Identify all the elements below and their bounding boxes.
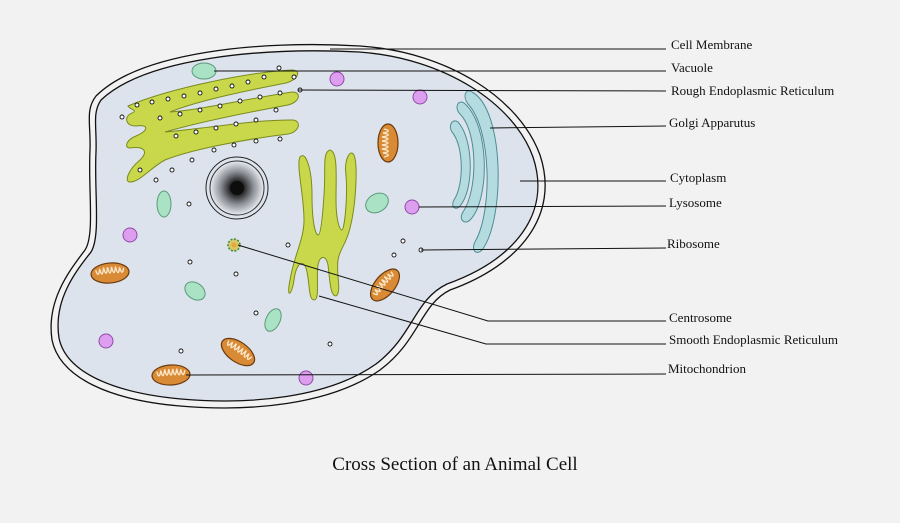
vacuole: [365, 192, 389, 214]
label-vacuole: Vacuole: [671, 60, 713, 75]
rough-endoplasmic-reticulum: [119, 65, 303, 183]
golgi-apparatus: [449, 90, 499, 253]
cytoplasm-area: [57, 50, 539, 402]
centrosome: [227, 238, 241, 252]
lysosome: [122, 227, 138, 243]
label-cytoplasm: Cytoplasm: [670, 170, 726, 185]
leader-lines: [185, 48, 667, 376]
diagram-caption: Cross Section of an Animal Cell: [332, 454, 577, 475]
vacuole: [191, 62, 217, 80]
vacuole: [264, 308, 282, 332]
lysosome: [298, 370, 314, 386]
labels: Cell Membrane Vacuole Rough Endoplasmic …: [667, 37, 838, 376]
lysosome: [98, 333, 114, 349]
vacuoles: [156, 62, 389, 332]
mitochondrion: [377, 123, 399, 163]
label-rough-er: Rough Endoplasmic Reticulum: [671, 83, 834, 98]
label-mitochondrion: Mitochondrion: [668, 361, 746, 376]
label-cell-membrane: Cell Membrane: [671, 37, 752, 52]
vacuole: [156, 190, 172, 218]
cell-membrane-outer: [50, 43, 546, 409]
lysosome: [412, 89, 428, 105]
label-ribosome: Ribosome: [667, 236, 720, 251]
ribosomes: [178, 201, 424, 354]
lysosome: [329, 71, 345, 87]
label-centrosome: Centrosome: [669, 310, 732, 325]
lysosome: [404, 199, 420, 215]
label-golgi-apparatus: Golgi Apparutus: [669, 115, 755, 130]
vacuole: [184, 281, 206, 301]
label-smooth-er: Smooth Endoplasmic Reticulum: [669, 332, 838, 347]
label-lysosome: Lysosome: [669, 195, 722, 210]
nucleus: [205, 156, 269, 220]
smooth-endoplasmic-reticulum: [288, 149, 357, 301]
